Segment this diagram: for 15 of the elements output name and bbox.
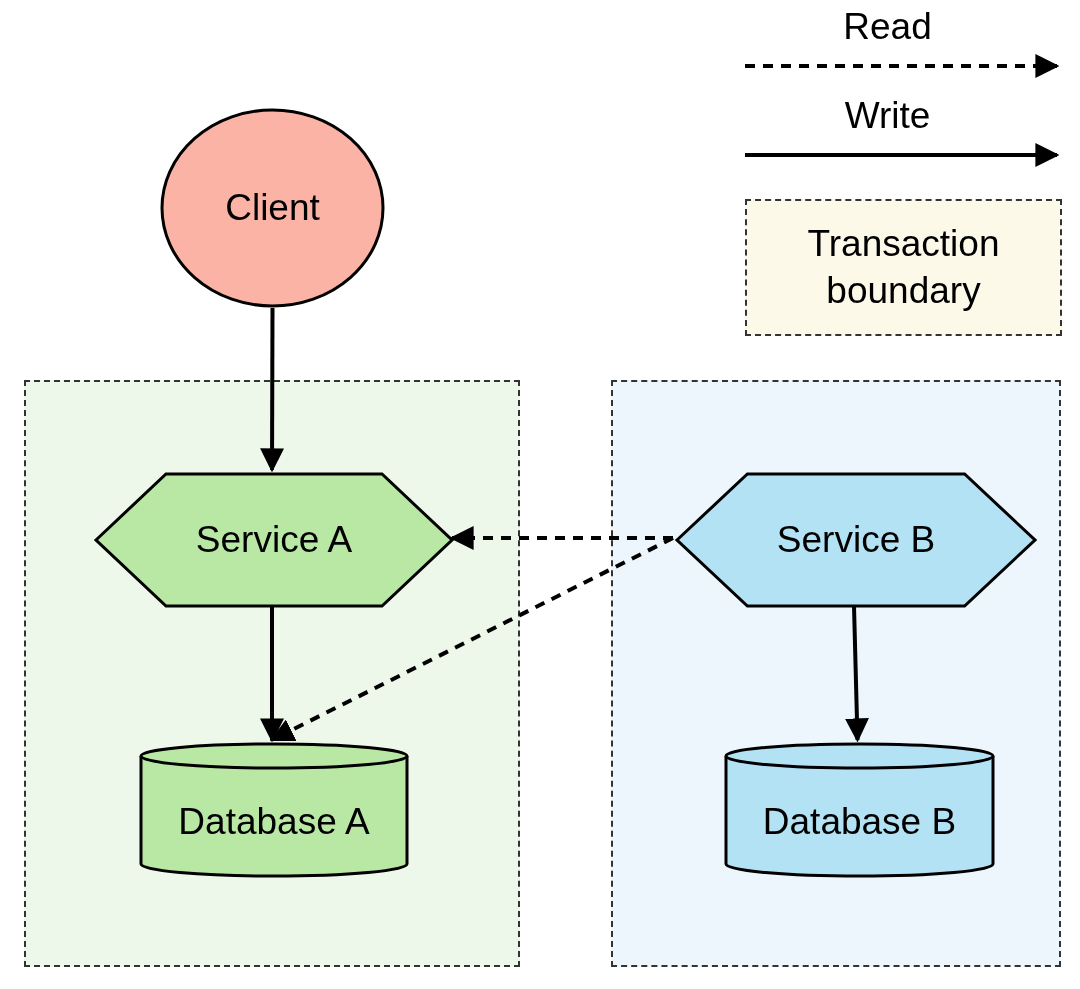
arrow <box>260 606 284 743</box>
arrow <box>449 526 673 550</box>
node-label: Service A <box>195 517 353 562</box>
legend-label: Transaction boundary <box>806 222 1001 313</box>
transaction-boundary <box>24 380 520 967</box>
arrow <box>844 605 869 743</box>
node-label: Client <box>225 185 320 230</box>
transaction-boundary <box>611 380 1061 967</box>
arrow <box>269 536 674 742</box>
node-label: Service B <box>776 517 936 562</box>
node-label: Database A <box>178 799 370 844</box>
legend-label: Read <box>842 8 933 45</box>
legend-label: Write <box>843 97 932 134</box>
node-label: Database B <box>762 799 957 844</box>
arrow <box>260 308 285 473</box>
